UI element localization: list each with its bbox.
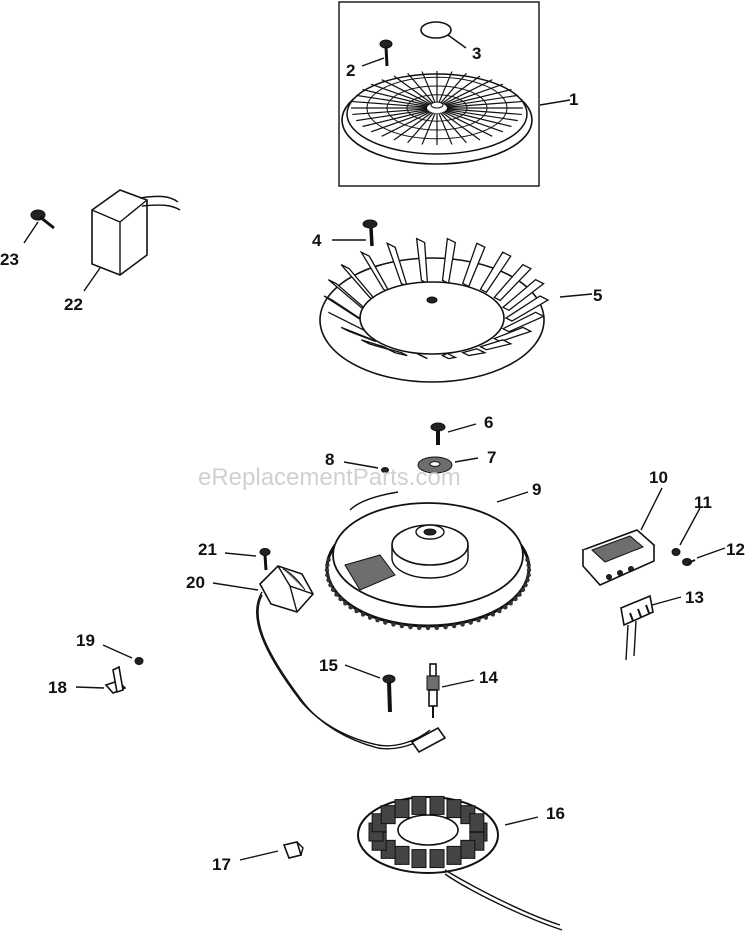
callout-11: 11	[694, 493, 712, 512]
part-7-washer	[417, 456, 453, 474]
callout-21: 21	[198, 540, 217, 559]
callout-10: 10	[649, 468, 668, 487]
part-18-bracket	[104, 665, 127, 694]
callout-1: 1	[569, 90, 578, 109]
part-3-decal	[420, 21, 452, 39]
callout-17: 17	[212, 855, 231, 874]
watermark: eReplacementParts.com	[198, 464, 461, 491]
part-12-screw	[682, 558, 696, 566]
part-14-spark-plug	[426, 663, 440, 718]
callout-14: 14	[479, 668, 498, 687]
callout-13: 13	[685, 588, 704, 607]
callout-19: 19	[76, 631, 95, 650]
part-2-screw	[379, 39, 393, 67]
part-10-regulator	[581, 529, 656, 586]
callout-16: 16	[546, 804, 565, 823]
part-11-nut	[671, 548, 681, 556]
leader-lines	[23, 34, 726, 861]
part-22-rectifier-regulator	[91, 189, 181, 276]
callout-12: 12	[726, 540, 745, 559]
callout-4: 4	[312, 231, 322, 250]
callout-9: 9	[532, 480, 541, 499]
part-9-flywheel	[324, 491, 532, 631]
part-15-screw	[382, 674, 396, 713]
part-8-key	[381, 467, 389, 473]
part-13-connector	[620, 594, 654, 661]
callout-3: 3	[472, 44, 481, 63]
part-16-stator	[357, 795, 563, 931]
part-1-grass-screen	[341, 71, 533, 165]
callout-20: 20	[186, 573, 205, 592]
part-5-fan	[319, 237, 550, 383]
callout-22: 22	[64, 295, 83, 314]
callout-5: 5	[593, 286, 602, 305]
part-23-screw	[30, 209, 55, 230]
callout-23: 23	[0, 250, 19, 269]
callout-18: 18	[48, 678, 67, 697]
part-19-nut	[134, 657, 144, 665]
callout-6: 6	[484, 413, 493, 432]
part-1-frame	[338, 1, 540, 187]
callout-2: 2	[346, 61, 355, 80]
part-6-screw	[430, 422, 446, 445]
part-17-clip	[282, 841, 304, 859]
callout-15: 15	[319, 656, 338, 675]
part-20-ignition-module	[255, 565, 447, 754]
callout-7: 7	[487, 448, 496, 467]
part-4-screw	[362, 219, 378, 247]
part-21-screw	[259, 548, 271, 571]
callout-8: 8	[325, 450, 334, 469]
